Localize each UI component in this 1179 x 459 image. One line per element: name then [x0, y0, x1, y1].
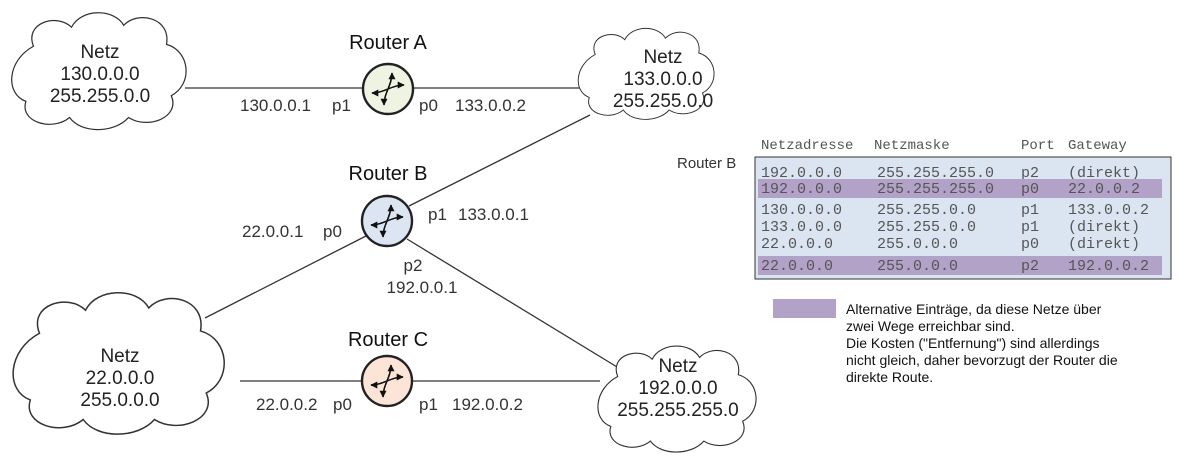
table-cell: p0	[1021, 236, 1039, 253]
table-cell: 255.255.0.0	[877, 202, 976, 219]
link-router-b-net192	[406, 238, 623, 371]
legend-line: Die Kosten ("Entfernung") sind allerding…	[846, 335, 1100, 351]
cloud-net-130: Netz 130.0.0.0 255.255.0.0	[11, 12, 187, 131]
table-header-port: Port	[1021, 138, 1055, 154]
table-cell: 255.0.0.0	[877, 258, 958, 275]
router-a-p0-port: p0	[419, 96, 438, 115]
table-cell: 22.0.0.2	[1068, 181, 1140, 198]
table-cell: p2	[1021, 258, 1039, 275]
router-icon	[361, 62, 415, 116]
cloud-net-133: Netz 133.0.0.0 255.255.0.0	[577, 27, 715, 121]
router-c-p1-port: p1	[419, 395, 438, 414]
row-highlight	[758, 256, 1162, 275]
table-cell: 22.0.0.0	[761, 236, 833, 253]
router-b-p1-ip: 133.0.0.1	[458, 205, 529, 224]
table-cell: p2	[1021, 165, 1039, 182]
table-row: 22.0.0.0 255.0.0.0 p0 (direkt)	[761, 236, 1140, 253]
router-b-p1-port: p1	[428, 205, 447, 224]
cloud-title: Netz	[658, 356, 697, 377]
router-c[interactable]: Router C	[348, 329, 428, 408]
link-router-b-net133	[408, 114, 591, 207]
table-header-gateway: Gateway	[1068, 138, 1127, 154]
router-a-p0-ip: 133.0.0.2	[455, 96, 526, 115]
table-cell: 255.255.255.0	[877, 165, 994, 182]
interface-labels: 130.0.0.1 p1 p0 133.0.0.2 p1 133.0.0.1 2…	[240, 96, 529, 414]
table-cell: p1	[1021, 202, 1039, 219]
cloud-title: Netz	[100, 346, 139, 367]
table-row: 192.0.0.0 255.255.255.0 p2 (direkt)	[761, 165, 1140, 182]
table-header-address: Netzadresse	[761, 138, 853, 154]
router-b-p2-ip: 192.0.0.1	[387, 278, 458, 297]
cloud-net-192: Netz 192.0.0.0 255.255.255.0	[597, 345, 757, 453]
cloud-address: 192.0.0.0	[638, 378, 717, 399]
table-cell: 192.0.0.0	[761, 181, 842, 198]
legend-line: direkte Route.	[846, 369, 934, 385]
table-cell: 22.0.0.0	[761, 258, 833, 275]
table-cell: 130.0.0.0	[761, 202, 842, 219]
routing-table-label: Router B	[677, 155, 736, 172]
router-a-p1-port: p1	[332, 96, 351, 115]
router-a[interactable]: Router A	[349, 32, 428, 116]
router-icon	[360, 354, 414, 408]
router-c-p0-port: p0	[333, 395, 352, 414]
router-c-p1-ip: 192.0.0.2	[452, 395, 523, 414]
table-cell: 255.255.255.0	[877, 181, 994, 198]
table-cell: 133.0.0.0	[761, 219, 842, 236]
cloud-mask: 255.0.0.0	[80, 390, 159, 411]
legend-line: zwei Wege erreichbar sind.	[846, 318, 1015, 334]
router-b-p0-port: p0	[323, 222, 342, 241]
cloud-title: Netz	[643, 47, 682, 68]
link-router-b-net22	[204, 235, 367, 319]
table-cell: 192.0.0.0	[761, 165, 842, 182]
router-c-p0-ip: 22.0.0.2	[256, 395, 317, 414]
cloud-address: 130.0.0.0	[60, 64, 139, 85]
legend-swatch	[773, 299, 836, 318]
legend-text: Alternative Einträge, da diese Netze übe…	[846, 301, 1166, 386]
table-cell: (direkt)	[1068, 165, 1140, 182]
routing-table: Router B Netzadresse Netzmaske Port Gate…	[677, 138, 1172, 280]
cloud-address: 133.0.0.0	[623, 69, 702, 90]
cloud-mask: 255.255.0.0	[613, 91, 713, 112]
router-b-p2-port: p2	[404, 256, 423, 275]
table-cell: p1	[1021, 219, 1039, 236]
table-cell: 255.0.0.0	[877, 236, 958, 253]
router-b[interactable]: Router B	[349, 163, 428, 248]
table-cell: 133.0.0.2	[1068, 202, 1149, 219]
table-header-mask: Netzmaske	[874, 138, 950, 154]
cloud-title: Netz	[80, 42, 119, 63]
table-row: 130.0.0.0 255.255.0.0 p1 133.0.0.2	[761, 202, 1149, 219]
cloud-address: 22.0.0.0	[86, 368, 155, 389]
cloud-mask: 255.255.0.0	[50, 86, 150, 107]
table-cell: (direkt)	[1068, 236, 1140, 253]
router-a-title: Router A	[349, 32, 427, 54]
table-row-alternative: 192.0.0.0 255.255.255.0 p0 22.0.0.2	[758, 179, 1162, 198]
router-b-title: Router B	[349, 163, 428, 185]
table-row: 133.0.0.0 255.255.0.0 p1 (direkt)	[761, 219, 1140, 236]
table-cell: (direkt)	[1068, 219, 1140, 236]
legend-line: Alternative Einträge, da diese Netze übe…	[846, 301, 1102, 317]
table-cell: p0	[1021, 181, 1039, 198]
row-highlight	[758, 179, 1162, 198]
table-row-alternative: 22.0.0.0 255.0.0.0 p2 192.0.0.2	[758, 256, 1162, 275]
legend-line: nicht gleich, daher bevorzugt der Router…	[846, 352, 1118, 368]
table-cell: 255.255.0.0	[877, 219, 976, 236]
connections	[185, 87, 623, 382]
cloud-net-22: Netz 22.0.0.0 255.0.0.0	[12, 291, 226, 436]
table-cell: 192.0.0.2	[1068, 258, 1149, 275]
router-icon	[360, 194, 414, 248]
router-b-p0-ip: 22.0.0.1	[242, 222, 303, 241]
router-a-p1-ip: 130.0.0.1	[240, 96, 311, 115]
cloud-mask: 255.255.255.0	[617, 400, 739, 421]
router-c-title: Router C	[348, 329, 428, 351]
